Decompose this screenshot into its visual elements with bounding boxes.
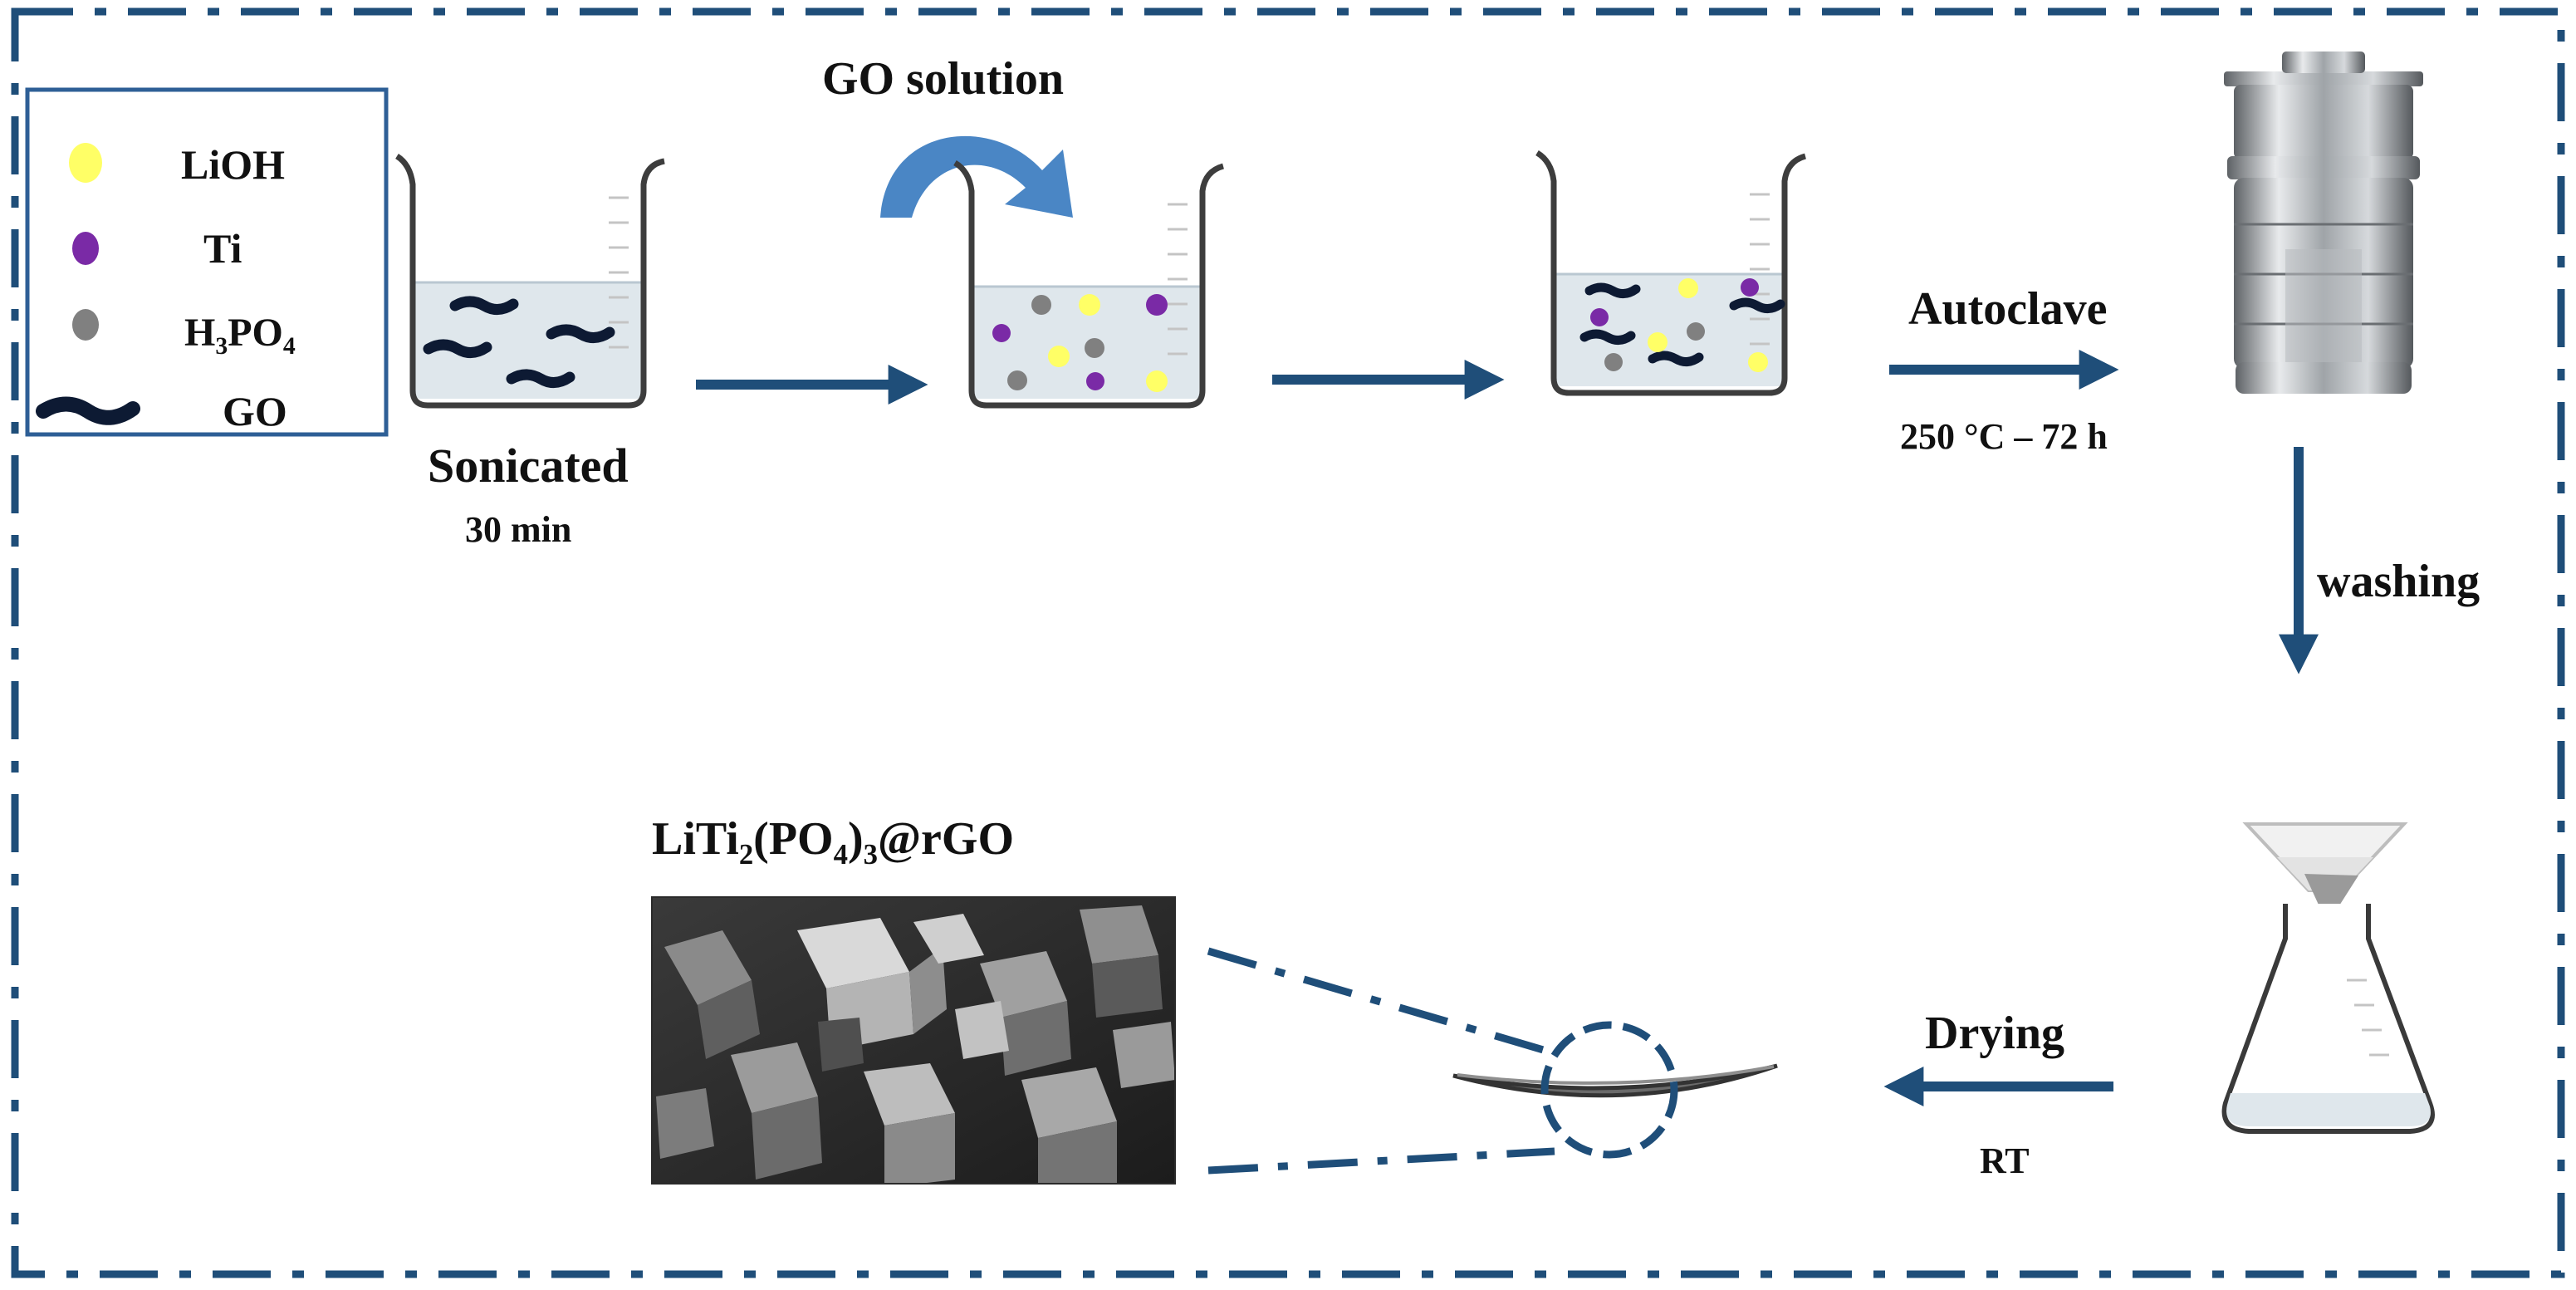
legend-go-label: GO	[223, 388, 287, 434]
autoclave-label: Autoclave	[1908, 283, 2108, 335]
drying-condition-label: RT	[1980, 1140, 2030, 1181]
autoclave-icon	[2224, 52, 2423, 394]
go-sheet-icon	[36, 396, 140, 425]
sem-image	[652, 897, 1175, 1184]
washing-label: washing	[2317, 556, 2480, 607]
ti-dot-icon	[72, 232, 99, 265]
beaker-1-liquid	[413, 282, 644, 399]
beaker-3	[1535, 150, 1807, 396]
h3po4-dot-icon	[72, 309, 99, 341]
autoclave-conditions-label: 250 °C – 72 h	[1900, 416, 2108, 457]
filtration-flask-icon	[2221, 822, 2435, 1134]
product-label: LiTi2(PO4)3@rGO	[652, 813, 1014, 871]
sonicated-label: Sonicated	[428, 439, 629, 493]
zoom-line-bottom	[1207, 1147, 1555, 1175]
go-solution-curved-arrow	[880, 135, 1073, 218]
legend-ti-label: Ti	[203, 225, 242, 272]
legend-lioh-label: LiOH	[181, 141, 285, 188]
zoom-line-top	[1207, 947, 1556, 1057]
sem-image-border	[651, 896, 1176, 1185]
legend-h3po4-label: H3PO4	[184, 311, 296, 360]
legend: LiOH Ti H3PO4 GO	[25, 87, 389, 437]
beaker-2	[953, 159, 1225, 409]
beaker-2-outline	[953, 159, 1225, 409]
zoom-circle	[1540, 1021, 1678, 1159]
go-solution-label: GO solution	[822, 53, 1064, 105]
beaker-1-outline	[394, 154, 665, 409]
beaker-3-outline	[1535, 150, 1807, 396]
drying-label: Drying	[1925, 1008, 2064, 1059]
outer-frame	[11, 7, 2565, 1278]
beaker-1	[394, 154, 665, 409]
sonicated-time-label: 30 min	[465, 509, 571, 550]
lioh-dot-icon	[69, 143, 102, 183]
watch-glass-icon	[1452, 1063, 1778, 1098]
